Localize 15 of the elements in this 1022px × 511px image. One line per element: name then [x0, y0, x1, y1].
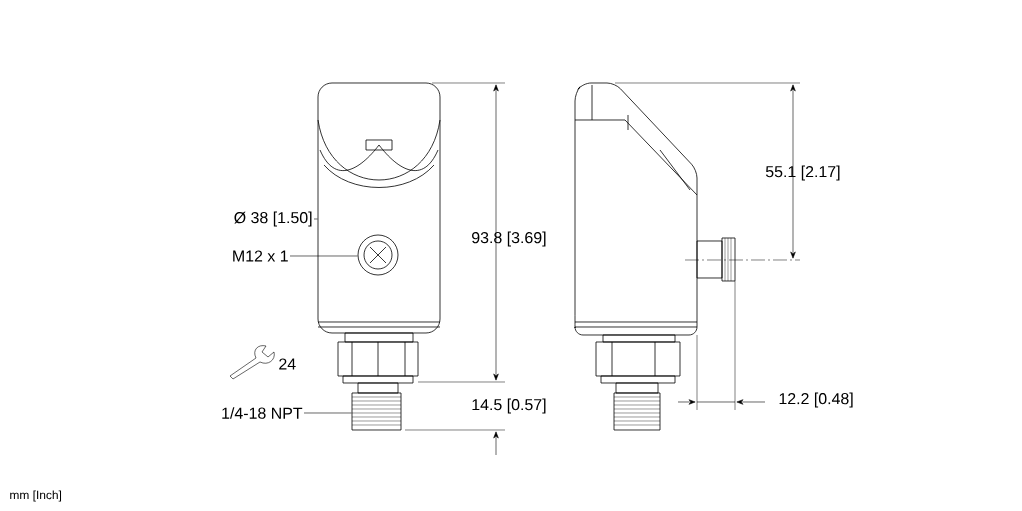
- callout-text: M12 x 1: [233, 250, 288, 262]
- dimension-label: 55.1 [2.17]: [765, 165, 840, 181]
- leader-line: [313, 218, 318, 220]
- connector-socket: [357, 234, 399, 276]
- wrench-size-label: 24: [279, 358, 296, 370]
- thread-part: [351, 392, 402, 431]
- dimension-label: 93.8 [3.69]: [472, 231, 546, 247]
- leader-line: [289, 255, 358, 257]
- callout-text: Ø 38 [1.50]: [234, 211, 312, 227]
- dimension-label: 12.2 [0.48]: [779, 392, 853, 408]
- dimension-label: 14.5 [0.57]: [472, 398, 546, 414]
- leader-line: [303, 412, 352, 414]
- callout-text: 1/4-18 NPT: [222, 407, 303, 419]
- housing-body: [317, 82, 441, 334]
- unit-note: mm [Inch]: [10, 490, 62, 502]
